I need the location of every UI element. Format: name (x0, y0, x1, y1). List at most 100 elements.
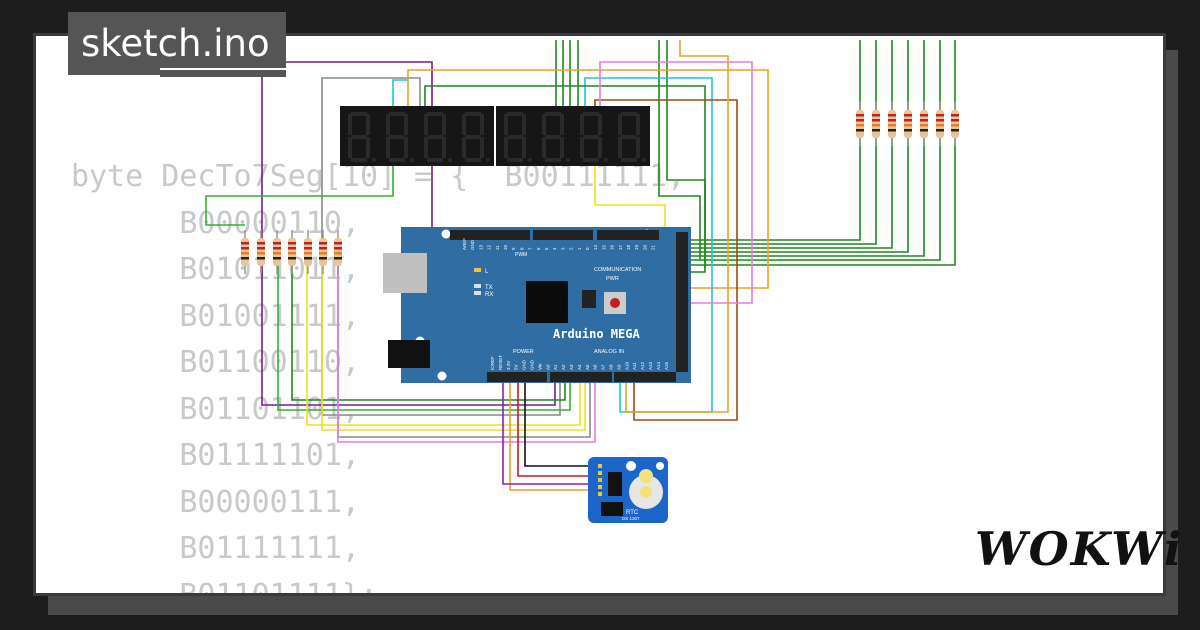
pin-label-top: 18 (626, 244, 631, 250)
wire-cyan-right (584, 77, 713, 413)
file-tab-label: sketch.ino (81, 22, 270, 65)
pin-label-bottom: A13 (648, 361, 653, 370)
resistor-bank-left (241, 230, 342, 274)
pin-label-top: 0 (585, 247, 590, 250)
resistor (872, 102, 880, 146)
wire-cyan-top (392, 79, 408, 106)
wire-green-left (205, 165, 394, 226)
pin-label-top: 11 (495, 245, 500, 250)
resistor (241, 230, 249, 274)
seven-segment-digit (386, 112, 414, 162)
wire-ltr-2 (277, 260, 571, 411)
led-tx-label: TX (485, 285, 493, 291)
pin-label-bottom: A1 (553, 364, 558, 370)
seven-segment-digit (542, 112, 570, 162)
file-tab-underline (160, 68, 286, 77)
pin-label-bottom: Vin (537, 363, 542, 370)
wire-rtc-orange (509, 372, 592, 491)
pin-label-bottom: 5V (514, 364, 519, 370)
seven-segment-digit (504, 112, 532, 162)
pin-label-top: 2 (569, 247, 574, 250)
resistor (951, 102, 959, 146)
arduino-mega-board: L TX RX Arduino MEGA COMMUNICATION PWR P… (383, 227, 691, 383)
pin-label-bottom: A14 (656, 361, 661, 370)
pin-label-bottom: A9 (616, 364, 621, 370)
wire-ltr-4 (321, 260, 586, 431)
rtc-label: RTC (626, 510, 639, 516)
mcu-chip (526, 281, 568, 323)
pin-label-top: AREF (462, 238, 467, 250)
code-line: B01101101, (71, 391, 360, 427)
pin-label-bottom: A15 (664, 361, 669, 370)
led-l-label: L (485, 269, 489, 275)
pin-label-bottom: A0 (545, 364, 550, 370)
code-line: B01001111, (71, 298, 360, 334)
pin-label-top: 16 (610, 244, 615, 250)
seven-segment-digit (348, 112, 376, 162)
seven-segment-digit (618, 112, 646, 162)
pin-label-bottom: GND (522, 359, 527, 370)
seven-segment-digit (580, 112, 608, 162)
resistor (856, 102, 864, 146)
wire-orange-top (407, 69, 769, 289)
wire-rtc-red (517, 372, 592, 477)
resistor (936, 102, 944, 146)
seven-segment-digit (462, 112, 490, 162)
pin-label-bottom: A3 (569, 364, 574, 370)
resistor (304, 230, 312, 274)
pin-label-bottom: A6 (593, 364, 598, 370)
wire-orange-right (625, 40, 729, 413)
board-comm-label: COMMUNICATION (594, 267, 641, 273)
pin-label-top: 3 (560, 247, 565, 250)
pin-label-top: 9 (511, 247, 516, 250)
pin-label-top: 17 (618, 244, 623, 250)
code-line: B00000111, (71, 484, 360, 520)
pin-label-top: 14 (593, 244, 598, 250)
seven-segment-display-right (496, 106, 650, 166)
pin-label-bottom: A2 (561, 364, 566, 370)
pin-label-top: 6 (536, 247, 541, 250)
pin-label-bottom: GND (530, 359, 535, 370)
board-analog-label: ANALOG IN (594, 349, 624, 355)
rtc-sublabel: DS 1307 (622, 516, 640, 521)
pin-label-top: 19 (634, 244, 639, 250)
rtc-module: RTC DS 1307 (588, 457, 668, 523)
board-pwm-label: PWM (515, 252, 527, 258)
led-rx-label: RX (485, 292, 493, 298)
code-line: B01011011, (71, 252, 360, 287)
code-line: B01101111}; (71, 577, 379, 596)
wire-ltr-6 (337, 260, 596, 443)
pin-label-bottom: A4 (577, 364, 582, 370)
pin-label-top: 12 (487, 244, 492, 250)
pin-label-bottom: A10 (624, 361, 629, 370)
pin-label-top: 20 (642, 244, 647, 250)
pin-label-bottom: A8 (609, 364, 614, 370)
file-tab[interactable]: sketch.ino (68, 12, 286, 75)
wire-ltr-1 (291, 260, 566, 401)
pin-label-bottom: RESET (498, 355, 503, 370)
pin-label-bottom: 3.3V (506, 361, 511, 370)
wire-ltr-3 (306, 260, 581, 426)
board-pwr-label: PWR (606, 276, 619, 282)
pin-label-top: 1 (577, 247, 582, 250)
wokwi-logo: WOKWi (975, 522, 1184, 576)
usb-connector (383, 253, 427, 293)
power-jack (388, 340, 430, 368)
code-line: B01111101, (71, 438, 360, 473)
pin-label-top: 15 (601, 244, 606, 250)
pin-label-top: GND (470, 239, 475, 250)
pin-label-top: 7 (528, 247, 533, 250)
resistor (920, 102, 928, 146)
resistor-bank-right (856, 102, 959, 146)
reset-button-icon (610, 298, 620, 308)
resistor (257, 230, 265, 274)
pin-label-top: 4 (552, 247, 557, 250)
pin-label-top: 13 (478, 244, 483, 250)
code-line: B01100110, (71, 345, 360, 380)
resistor (319, 230, 327, 274)
star-icon (626, 461, 636, 471)
wire-rtc-black (524, 372, 592, 467)
pin-label-bottom: A11 (632, 362, 637, 370)
resistor (273, 230, 281, 274)
